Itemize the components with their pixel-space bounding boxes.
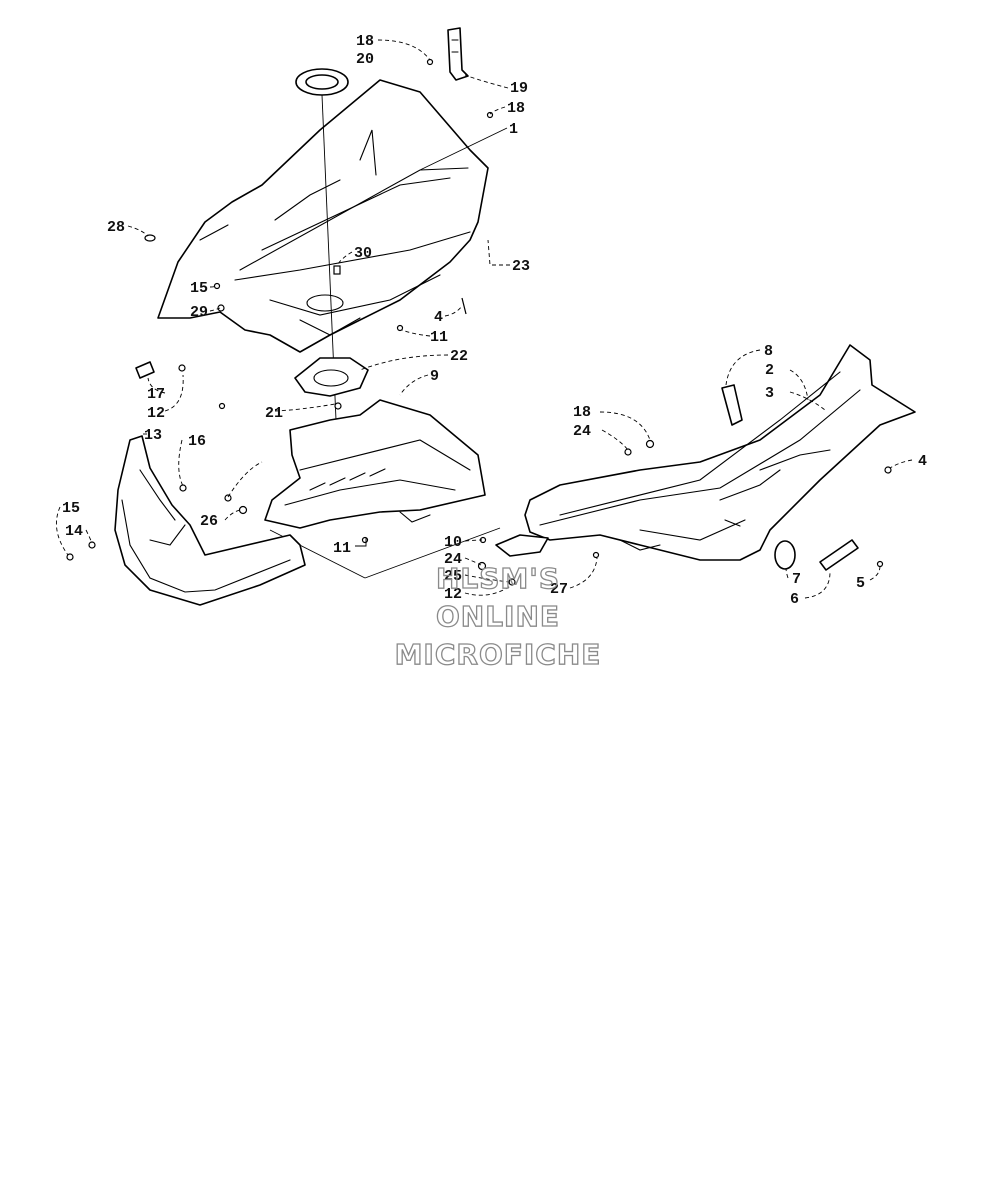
callout-16: 16 bbox=[188, 433, 206, 450]
callout-1: 1 bbox=[509, 121, 518, 138]
callout-14: 14 bbox=[65, 523, 83, 540]
callout-2: 2 bbox=[765, 362, 774, 379]
callout-19: 19 bbox=[510, 80, 528, 97]
callout-22: 22 bbox=[450, 348, 468, 365]
callout-18: 18 bbox=[573, 404, 591, 421]
part-2-side-panel bbox=[524, 344, 916, 561]
callout-13: 13 bbox=[144, 427, 162, 444]
watermark-line-1: HLSM'S bbox=[436, 562, 560, 595]
callout-18: 18 bbox=[356, 33, 374, 50]
callout-30: 30 bbox=[354, 245, 372, 262]
callout-24: 24 bbox=[573, 423, 591, 440]
part-8-clip bbox=[721, 384, 743, 426]
callout-15: 15 bbox=[190, 280, 208, 297]
part-7-cap bbox=[774, 540, 796, 570]
callout-3: 3 bbox=[765, 385, 774, 402]
callout-11: 11 bbox=[430, 329, 448, 346]
callout-6: 6 bbox=[790, 591, 799, 608]
part-22-plate bbox=[294, 357, 369, 397]
callout-20: 20 bbox=[356, 51, 374, 68]
callout-15: 15 bbox=[62, 500, 80, 517]
callout-21: 21 bbox=[265, 405, 283, 422]
hardware-fasteners bbox=[66, 58, 892, 586]
callout-12: 12 bbox=[147, 405, 165, 422]
part-9-belly-pan bbox=[264, 399, 486, 529]
leader-lines bbox=[55, 39, 913, 599]
callout-26: 26 bbox=[200, 513, 218, 530]
callout-25: 25 bbox=[444, 568, 462, 585]
callout-18: 18 bbox=[507, 100, 525, 117]
watermark-line-3: MICROFICHE bbox=[395, 638, 602, 671]
part-20-grommet bbox=[295, 68, 349, 96]
assembly-line-9b bbox=[364, 527, 501, 579]
part-10-bracket bbox=[495, 534, 549, 557]
part-6-strip bbox=[819, 539, 859, 571]
callout-7: 7 bbox=[792, 571, 801, 588]
callout-10: 10 bbox=[444, 534, 462, 551]
callout-9: 9 bbox=[430, 368, 439, 385]
callout-11: 11 bbox=[333, 540, 351, 557]
part-1-upper-cowl bbox=[157, 79, 489, 353]
part-13-bumper bbox=[114, 435, 306, 606]
watermark-line-2: ONLINE bbox=[436, 600, 560, 633]
callout-12: 12 bbox=[444, 586, 462, 603]
callout-4: 4 bbox=[434, 309, 443, 326]
callout-23: 23 bbox=[512, 258, 530, 275]
callout-labels: 18 20 19 18 1 28 30 23 15 29 4 11 22 17 … bbox=[62, 33, 927, 608]
part-28-plug bbox=[144, 234, 156, 242]
part-17-plate bbox=[135, 361, 155, 379]
callout-4: 4 bbox=[918, 453, 927, 470]
callout-27: 27 bbox=[550, 581, 568, 598]
part-19-bracket bbox=[447, 27, 469, 81]
callout-5: 5 bbox=[856, 575, 865, 592]
callout-24: 24 bbox=[444, 551, 462, 568]
callout-28: 28 bbox=[107, 219, 125, 236]
callout-17: 17 bbox=[147, 386, 165, 403]
callout-8: 8 bbox=[764, 343, 773, 360]
callout-29: 29 bbox=[190, 304, 208, 321]
watermark: HLSM'S ONLINE MICROFICHE bbox=[394, 561, 602, 671]
part-30-clip bbox=[333, 265, 341, 275]
